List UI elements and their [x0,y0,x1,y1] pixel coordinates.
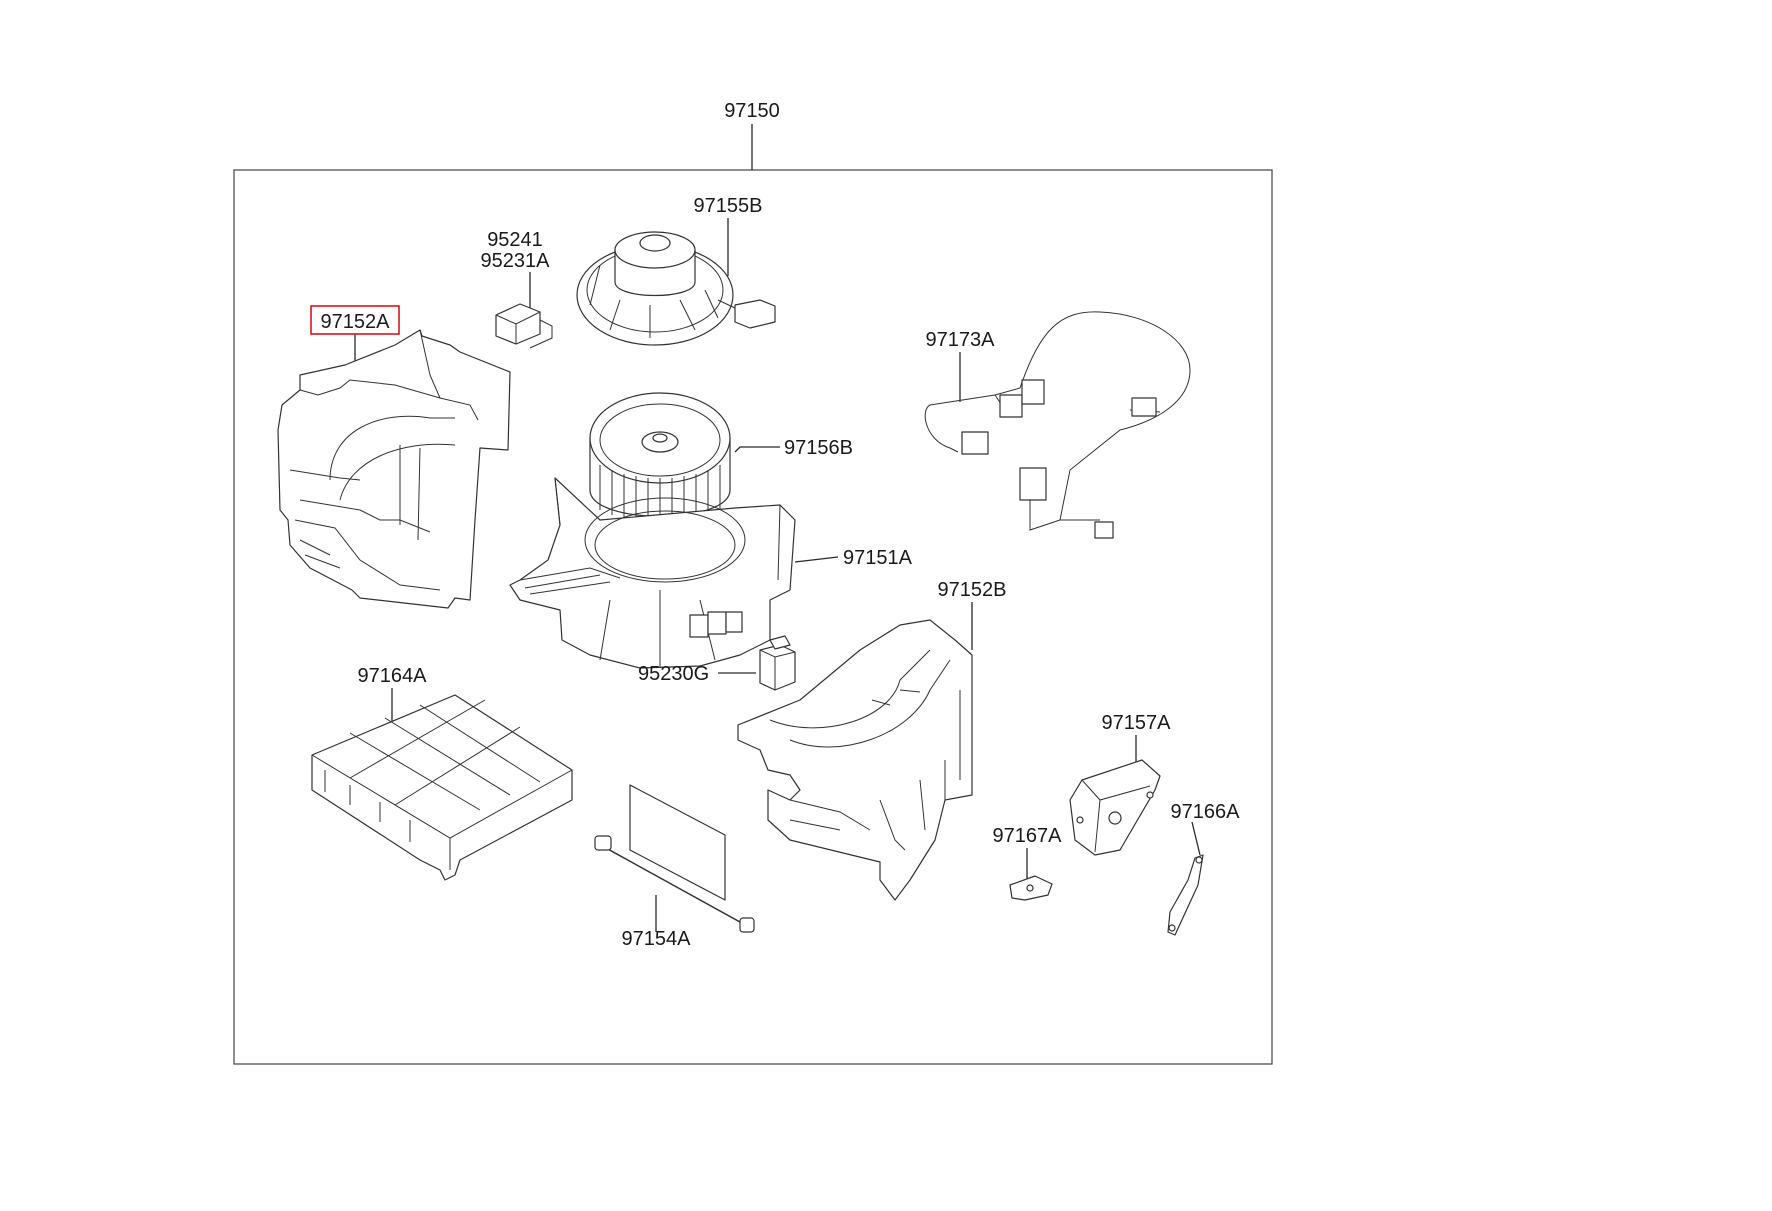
part-97155B-illustration[interactable] [576,231,776,346]
part-97151A-illustration[interactable] [509,477,796,669]
part-97152B-illustration[interactable] [737,619,973,901]
part-97167A-illustration[interactable] [1009,875,1053,901]
part-95230G-illustration[interactable] [759,635,796,691]
part-label-97152B[interactable]: 97152B [938,579,1007,601]
part-label-97173A[interactable]: 97173A [926,329,996,351]
part-label-95241[interactable]: 95241 [487,229,543,251]
part-label-97164A[interactable]: 97164A [358,665,428,687]
part-label-97166A[interactable]: 97166A [1171,801,1241,823]
part-97173A-illustration[interactable] [924,311,1191,539]
part-label-97157A[interactable]: 97157A [1102,712,1172,734]
part-label-97167A[interactable]: 97167A [993,825,1063,847]
part-label-97154A[interactable]: 97154A [622,928,692,950]
part-97157A-illustration[interactable] [1069,759,1161,856]
part-label-95230G[interactable]: 95230G [638,663,709,685]
part-label-95231A[interactable]: 95231A [481,250,551,272]
part-97152A-illustration[interactable] [277,329,511,609]
selected-part-highlight [310,305,400,335]
part-label-97152A[interactable]: 97152A [321,311,391,333]
part-95241-illustration[interactable] [495,303,553,349]
assembly-frame [233,169,1273,1065]
part-97164A-illustration[interactable] [311,694,573,881]
part-label-97156B[interactable]: 97156B [784,437,853,459]
part-label-97151A[interactable]: 97151A [843,547,913,569]
part-labels: 97152A 95241 95231A 97155B 97173A 97156B… [310,195,1241,950]
part-label-97155B[interactable]: 97155B [694,195,763,217]
assembly-label[interactable]: 97150 [724,100,780,122]
part-97156B-illustration[interactable] [589,392,731,522]
part-97154A-illustration[interactable] [594,784,755,933]
part-97166A-illustration[interactable] [1167,854,1204,936]
